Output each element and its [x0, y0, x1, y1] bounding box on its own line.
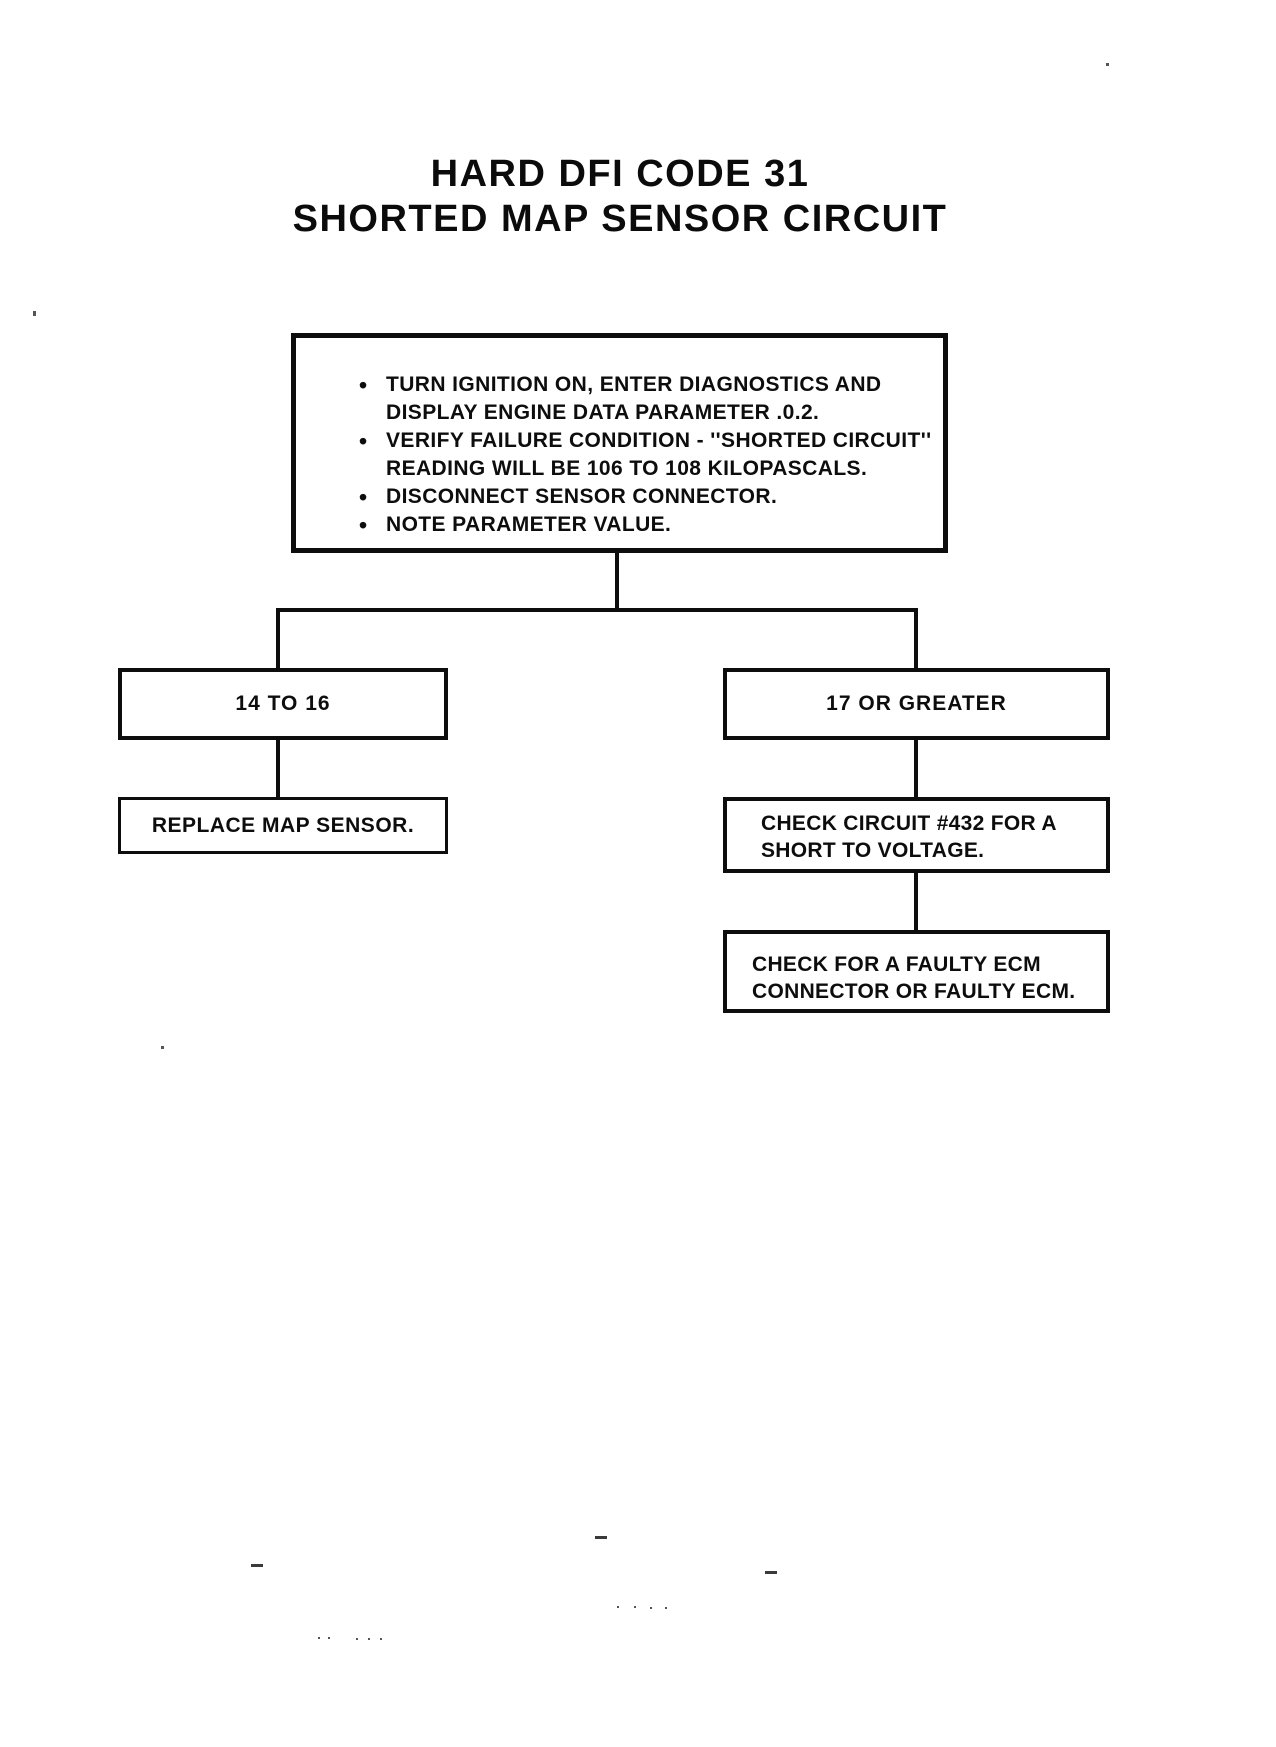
action-label: REPLACE MAP SENSOR. — [151, 813, 415, 837]
connector-root-stem — [615, 553, 619, 610]
procedure-box: TURN IGNITION ON, ENTER DIAGNOSTICS AND … — [291, 333, 948, 553]
scan-artifact — [33, 311, 36, 316]
scan-artifact — [380, 1638, 382, 1640]
action-line: SHORT TO VOLTAGE. — [761, 839, 985, 862]
scan-artifact — [251, 1564, 263, 1567]
page-title: HARD DFI CODE 31 SHORTED MAP SENSOR CIRC… — [0, 152, 1240, 242]
condition-box-17-or-greater: 17 OR GREATER — [723, 668, 1110, 740]
connector-right-action1-drop — [914, 738, 918, 799]
connector-right-action2-drop — [914, 871, 918, 932]
condition-label: 14 TO 16 — [235, 692, 331, 715]
procedure-step-1: TURN IGNITION ON, ENTER DIAGNOSTICS AND … — [359, 371, 913, 427]
scan-artifact — [595, 1536, 607, 1539]
scan-artifact — [318, 1637, 320, 1639]
step-line: DISPLAY ENGINE DATA PARAMETER .0.2. — [386, 401, 820, 424]
step-line: READING WILL BE 106 TO 108 KILOPASCALS. — [386, 457, 868, 480]
step-line: TURN IGNITION ON, ENTER DIAGNOSTICS AND — [386, 373, 882, 396]
scan-artifact — [650, 1607, 652, 1609]
scan-artifact — [328, 1637, 330, 1639]
scan-artifact — [161, 1046, 164, 1049]
condition-box-14-to-16: 14 TO 16 — [118, 668, 448, 740]
procedure-step-2: VERIFY FAILURE CONDITION - ''SHORTED CIR… — [359, 427, 932, 483]
scan-artifact — [1106, 63, 1109, 66]
action-box-replace-map-sensor: REPLACE MAP SENSOR. — [118, 797, 448, 854]
procedure-steps: TURN IGNITION ON, ENTER DIAGNOSTICS AND … — [296, 338, 943, 539]
page-title-line2: SHORTED MAP SENSOR CIRCUIT — [292, 198, 948, 240]
action-box-check-circuit-432: CHECK CIRCUIT #432 FOR A SHORT TO VOLTAG… — [723, 797, 1110, 873]
step-line: DISCONNECT SENSOR CONNECTOR. — [386, 485, 778, 508]
scan-artifact — [356, 1638, 358, 1640]
scan-artifact — [368, 1638, 370, 1640]
connector-left-action-drop — [276, 738, 280, 799]
action-box-check-ecm: CHECK FOR A FAULTY ECM CONNECTOR OR FAUL… — [723, 930, 1110, 1013]
connector-left-drop — [276, 608, 280, 670]
page-title-line1: HARD DFI CODE 31 — [430, 153, 810, 195]
scan-artifact — [617, 1606, 619, 1608]
procedure-step-4: NOTE PARAMETER VALUE. — [359, 511, 913, 539]
scan-artifact — [634, 1606, 636, 1608]
condition-label: 17 OR GREATER — [826, 692, 1007, 715]
scan-artifact — [665, 1607, 667, 1609]
action-line: CHECK CIRCUIT #432 FOR A — [761, 812, 1057, 835]
action-line: CONNECTOR OR FAULTY ECM. — [752, 980, 1076, 1003]
scan-artifact — [765, 1571, 777, 1574]
step-line: NOTE PARAMETER VALUE. — [386, 513, 672, 536]
connector-branch-bar — [276, 608, 918, 612]
procedure-step-3: DISCONNECT SENSOR CONNECTOR. — [359, 483, 913, 511]
step-line: VERIFY FAILURE CONDITION - ''SHORTED CIR… — [386, 429, 932, 452]
connector-right-drop — [914, 608, 918, 670]
action-line: CHECK FOR A FAULTY ECM — [752, 953, 1041, 976]
